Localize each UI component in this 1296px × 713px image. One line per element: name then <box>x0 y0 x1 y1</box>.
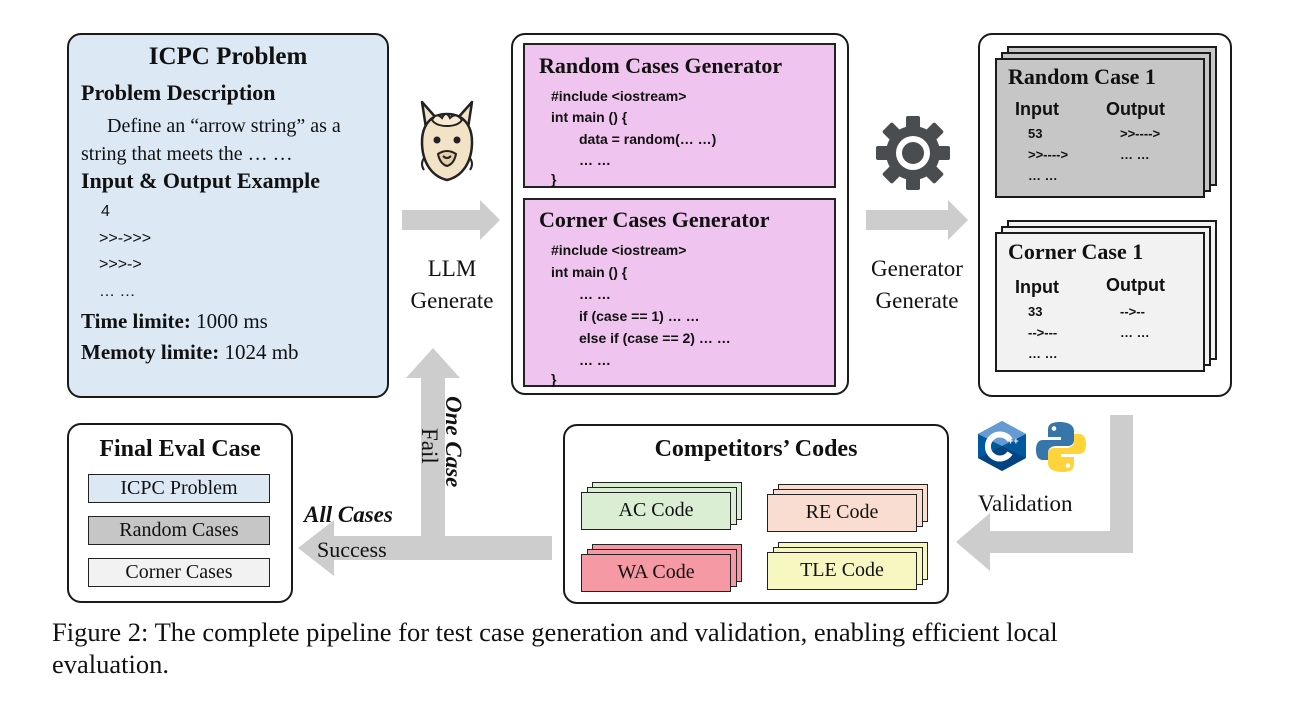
fail-label: Fail <box>417 428 442 464</box>
corner-generator-title: Corner Cases Generator <box>539 207 770 232</box>
random-case-card: Random Case 1 Input Output 53 >>----> … … <box>995 58 1205 198</box>
case-input-line: -->--- <box>1028 325 1058 340</box>
random-case-input-label: Input <box>1015 99 1059 119</box>
cases-box: Random Case 1 Input Output 53 >>----> … … <box>978 33 1232 397</box>
corner-case-output-label: Output <box>1106 275 1165 295</box>
tle-code-chip: TLE Code <box>767 552 917 590</box>
case-input-line: … … <box>1028 168 1058 183</box>
corner-case-card: Corner Case 1 Input Output 33 -->--- … …… <box>995 232 1205 372</box>
random-case-output-label: Output <box>1106 99 1165 119</box>
time-limit-value: 1000 ms <box>196 309 268 333</box>
final-eval-box: Final Eval Case ICPC Problem Random Case… <box>67 423 293 603</box>
fail-bold-label: One Case <box>441 396 466 488</box>
case-output-line: … … <box>1120 147 1150 162</box>
case-input-line: >>----> <box>1028 147 1069 162</box>
icpc-problem-box: ICPC Problem Problem Description Define … <box>67 33 389 398</box>
ac-code-label: AC Code <box>618 499 694 521</box>
memory-limit: Memoty limite: 1024 mb <box>81 340 299 365</box>
re-code-label: RE Code <box>805 501 879 523</box>
case-input-line: 33 <box>1028 304 1043 319</box>
arrow-generator-generate <box>866 200 968 240</box>
llama-icon <box>420 100 474 182</box>
io-line: … … <box>99 283 136 300</box>
case-output-line: -->-- <box>1120 304 1145 319</box>
figure-caption-line1: Figure 2: The complete pipeline for test… <box>52 617 1058 647</box>
llm-step-label: LLM Generate <box>397 253 507 317</box>
code-line: … … <box>579 286 611 302</box>
code-line: #include <iostream> <box>551 242 687 258</box>
arrow-llm-generate <box>402 200 500 240</box>
figure-caption-line2: evaluation. <box>52 649 169 679</box>
final-item-random-cases: Random Cases <box>88 516 270 545</box>
llm-step-line2: Generate <box>410 288 494 313</box>
io-line: 4 <box>101 203 110 220</box>
code-line: } <box>551 371 557 387</box>
code-line: … … <box>579 352 611 368</box>
generator-step-line1: Generator <box>871 256 963 281</box>
svg-text:++: ++ <box>1008 436 1019 446</box>
case-input-line: … … <box>1028 346 1058 361</box>
re-code-chip: RE Code <box>767 494 917 532</box>
cpp-logo-icon: ++ <box>978 421 1026 471</box>
time-limit-label: Time limite: <box>81 309 191 333</box>
competitors-box: Competitors’ Codes AC Code RE Code WA Co… <box>563 424 949 604</box>
corner-case-title: Corner Case 1 <box>1008 239 1144 264</box>
code-line: … … <box>579 152 611 168</box>
problem-desc-line2: string that meets the … … <box>81 143 293 165</box>
final-item-label: ICPC Problem <box>120 477 238 499</box>
io-line: >>>-> <box>99 256 142 273</box>
validation-label: Validation <box>978 491 1073 516</box>
problem-desc-heading: Problem Description <box>81 80 276 105</box>
generator-step-label: Generator Generate <box>853 253 981 317</box>
random-case-title: Random Case 1 <box>1008 64 1156 89</box>
final-item-corner-cases: Corner Cases <box>88 558 270 587</box>
gear-icon <box>876 116 950 190</box>
wa-code-label: WA Code <box>617 561 695 583</box>
final-item-label: Random Cases <box>119 519 239 541</box>
problem-title: ICPC Problem <box>148 43 308 70</box>
code-line: if (case == 1) … … <box>579 308 700 324</box>
arrow-validation <box>956 415 1133 571</box>
python-logo-icon <box>1036 422 1086 472</box>
io-heading: Input & Output Example <box>81 168 321 193</box>
ac-code-chip: AC Code <box>581 492 731 530</box>
problem-desc-line1: Define an “arrow string” as a <box>107 115 341 137</box>
generator-step-line2: Generate <box>875 288 959 313</box>
case-output-line: >>----> <box>1120 126 1161 141</box>
code-line: data = random(… …) <box>579 131 717 147</box>
io-line: >>->>> <box>99 230 152 247</box>
code-line: } <box>551 171 557 187</box>
memory-limit-label: Memoty limite: <box>81 340 220 364</box>
code-line: else if (case == 2) … … <box>579 330 731 346</box>
random-generator-panel: Random Cases Generator #include <iostrea… <box>523 43 836 188</box>
code-line: int main () { <box>551 264 628 280</box>
tle-code-label: TLE Code <box>800 559 884 581</box>
random-generator-title: Random Cases Generator <box>539 53 783 78</box>
success-label: Success <box>317 537 387 562</box>
corner-generator-panel: Corner Cases Generator #include <iostrea… <box>523 198 836 387</box>
final-item-icpc-problem: ICPC Problem <box>88 474 270 503</box>
generators-box: Random Cases Generator #include <iostrea… <box>511 33 849 395</box>
llm-step-line1: LLM <box>427 256 477 281</box>
code-line: #include <iostream> <box>551 88 687 104</box>
code-line: int main () { <box>551 109 628 125</box>
case-output-line: … … <box>1120 325 1150 340</box>
case-input-line: 53 <box>1028 126 1043 141</box>
corner-case-input-label: Input <box>1015 277 1059 297</box>
success-bold-label: All Cases <box>304 502 393 527</box>
memory-limit-value: 1024 mb <box>224 340 299 364</box>
arrow-fail-success <box>298 348 552 576</box>
wa-code-chip: WA Code <box>581 554 731 592</box>
final-item-label: Corner Cases <box>125 561 233 583</box>
competitors-title: Competitors’ Codes <box>654 436 858 462</box>
final-eval-title: Final Eval Case <box>99 436 261 462</box>
time-limit: Time limite: 1000 ms <box>81 309 268 334</box>
